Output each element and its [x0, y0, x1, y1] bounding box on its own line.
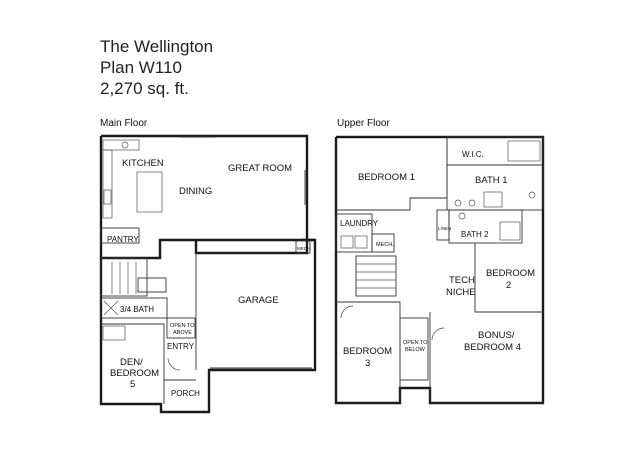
laundry-outline — [335, 213, 373, 253]
sink-icon — [121, 141, 129, 149]
main-floor-plan — [99, 134, 317, 414]
main-floor-label: Main Floor — [100, 118, 148, 129]
three-quarter-bath-outline — [100, 297, 168, 319]
great-room-label: GREAT ROOM — [228, 163, 292, 174]
pantry-label: PANTRY — [107, 235, 139, 244]
den-label-2: BEDROOM — [110, 368, 159, 379]
den-closet — [102, 325, 126, 341]
kitchen-island — [136, 171, 163, 213]
den-label-3: 5 — [130, 379, 135, 390]
bath1-sink-2 — [468, 199, 476, 207]
bath1-outline — [446, 164, 544, 211]
open-to-above-outline — [166, 317, 196, 339]
dryer-icon — [354, 235, 368, 249]
bath2-sink — [458, 212, 466, 220]
kitchen-label: KITCHEN — [122, 158, 164, 169]
bedroom3-label-1: BEDROOM — [343, 346, 392, 357]
bedroom2-label-2: 2 — [506, 280, 511, 291]
bedroom2-wall — [474, 243, 543, 313]
bonus-label-2: BEDROOM 4 — [464, 342, 521, 353]
three-quarter-bath-label: 3/4 BATH — [120, 305, 154, 314]
upper-floor-plan — [334, 135, 545, 405]
upper-floor-label: Upper Floor — [337, 118, 390, 129]
bedroom3-closet-door — [340, 305, 354, 319]
dining-label: DINING — [179, 186, 212, 197]
kitchen-counter-top — [102, 139, 140, 151]
open-to-above-label-2: ABOVE — [173, 330, 192, 336]
plan-title-block: The Wellington Plan W110 2,270 sq. ft. — [100, 36, 213, 99]
porch-label: PORCH — [171, 389, 200, 398]
laundry-label: LAUNDRY — [340, 219, 379, 228]
den-label-1: DEN/ — [120, 357, 143, 368]
plan-area: 2,270 sq. ft. — [100, 79, 189, 98]
garage-label: GARAGE — [238, 295, 279, 306]
main-floor-lower-wall — [99, 238, 317, 414]
linen-label: LINEN — [438, 226, 451, 231]
bonus-door-swing — [431, 327, 445, 341]
shower-icon — [483, 191, 503, 208]
wic-label: W.I.C. — [462, 150, 484, 159]
main-mech-label: MECH. — [297, 246, 312, 251]
upper-stairs — [355, 255, 397, 297]
bedroom1-label: BEDROOM 1 — [358, 172, 415, 183]
entry-door-swing — [167, 357, 181, 371]
bedroom3-label-2: 3 — [365, 358, 370, 369]
pantry-outline — [100, 227, 140, 244]
bath1-label: BATH 1 — [475, 175, 508, 186]
upper-mech-label: MECH. — [376, 242, 394, 248]
entry-label: ENTRY — [167, 342, 195, 351]
toilet-icon — [528, 191, 536, 199]
tech-niche-label-2: NICHE — [446, 287, 476, 298]
bedroom2-label-1: BEDROOM — [486, 268, 535, 279]
upper-mech-outline — [371, 233, 395, 253]
bonus-label-1: BONUS/ — [478, 330, 515, 341]
plan-number: Plan W110 — [100, 58, 182, 77]
bath1-sink-1 — [454, 199, 462, 207]
open-to-below-label-2: BELOW — [405, 347, 426, 353]
tub-icon — [507, 140, 541, 162]
open-to-below-outline — [399, 317, 429, 381]
mech-box — [295, 240, 311, 254]
main-stairs — [100, 257, 167, 297]
tech-niche-label-1: TECH — [449, 275, 475, 286]
bath2-tub — [499, 221, 521, 241]
shower-x-2 — [103, 300, 119, 316]
kitchen-counter-side — [102, 149, 113, 219]
open-to-above-label-1: OPEN TO — [170, 323, 195, 329]
bath2-label: BATH 2 — [461, 230, 489, 239]
open-to-below-label-1: OPEN TO — [403, 340, 428, 346]
den-wall — [101, 323, 165, 404]
plan-name: The Wellington — [100, 37, 214, 56]
washer-icon — [340, 235, 354, 249]
bath2-outline — [448, 209, 523, 244]
linen-outline — [436, 209, 450, 241]
range-icon — [103, 189, 112, 205]
